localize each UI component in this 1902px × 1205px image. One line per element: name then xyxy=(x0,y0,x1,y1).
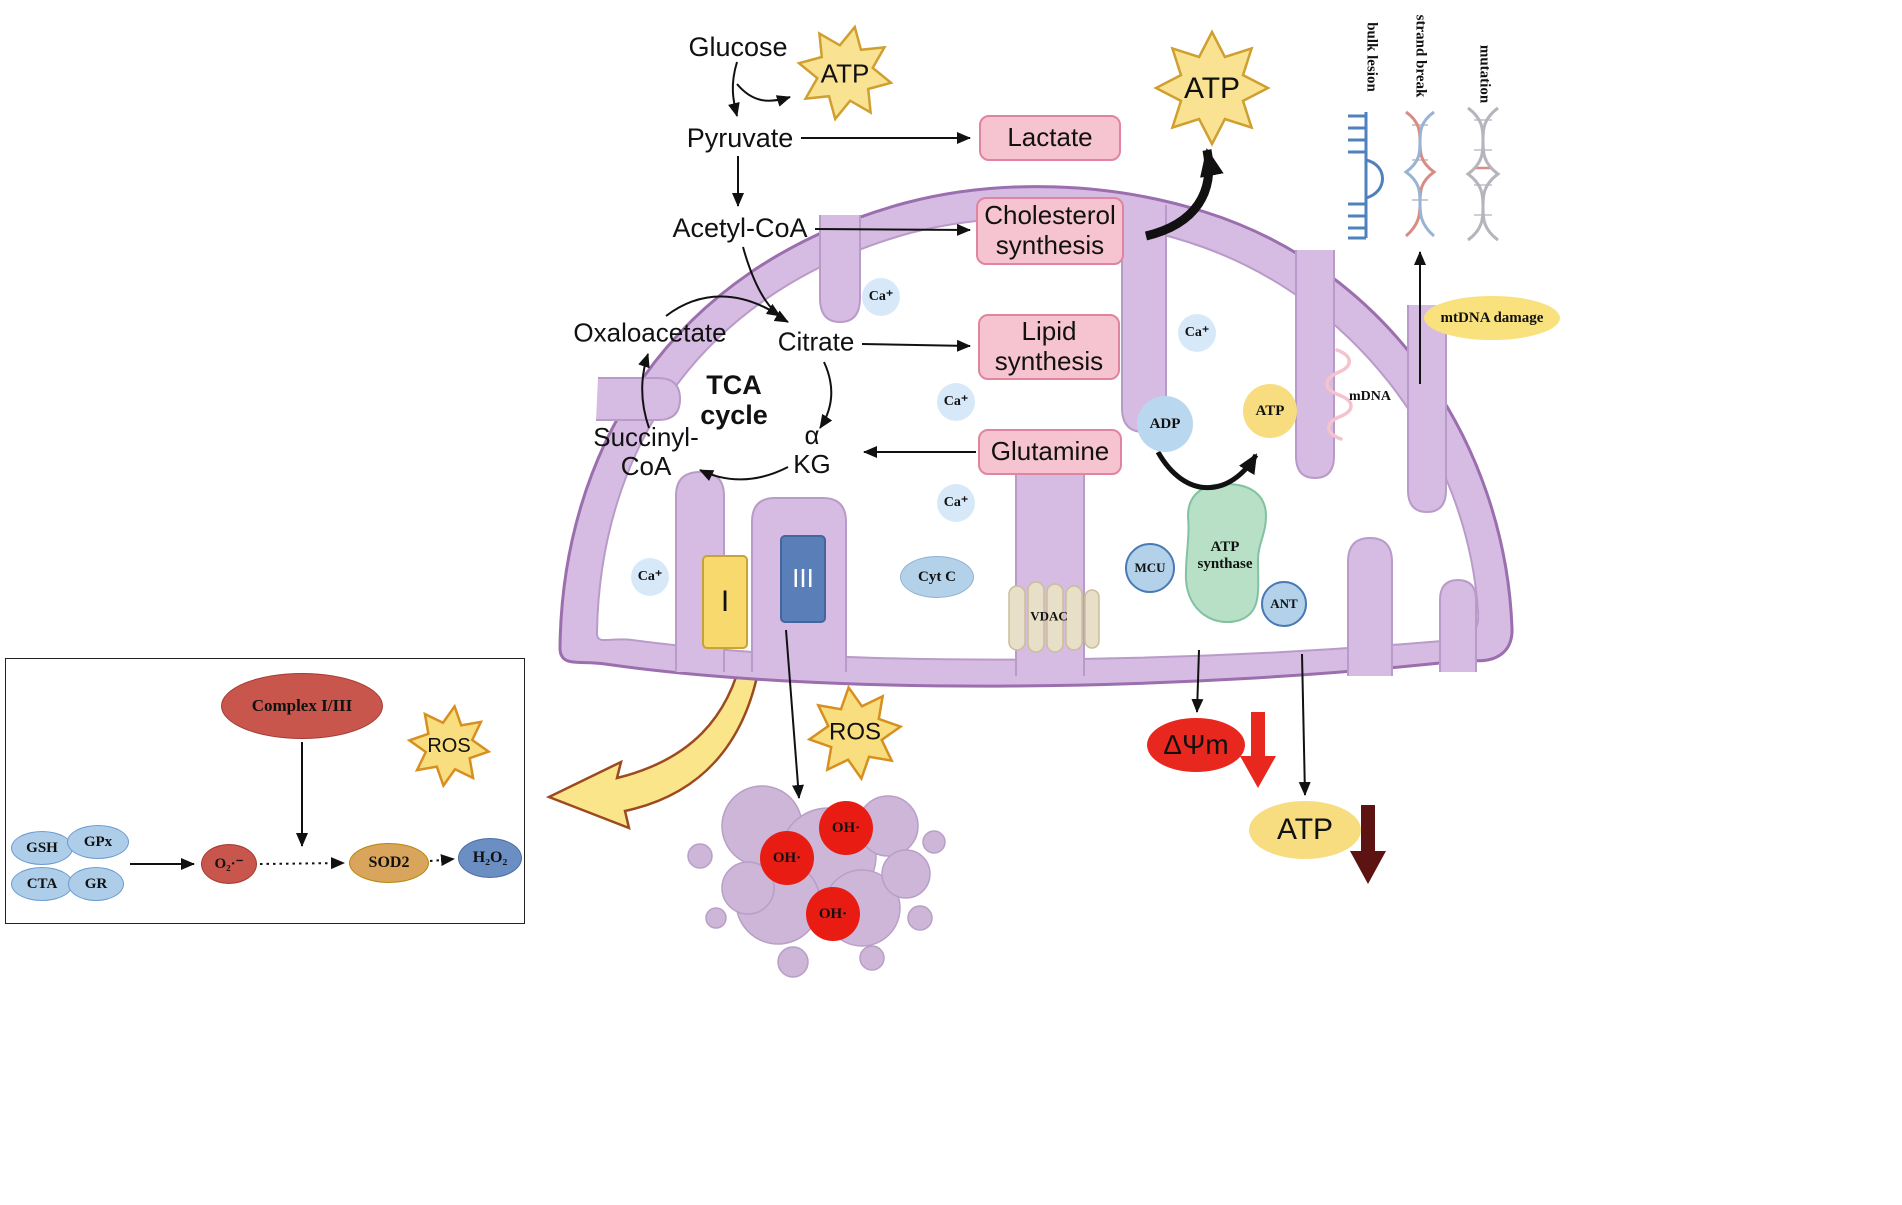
vdac-label: VDAC xyxy=(1030,608,1068,624)
vdac-channel xyxy=(1008,581,1100,653)
complex-i-iii-badge: Complex I/III xyxy=(221,673,383,739)
glucose-label: Glucose xyxy=(688,31,788,62)
atp-synthase-line1: ATP xyxy=(1210,539,1240,556)
hydroxyl-radical-badge: OH· xyxy=(806,887,860,941)
lactate-box: Lactate xyxy=(979,115,1121,161)
adp-badge: ADP xyxy=(1137,396,1193,452)
arrow-oxaloacetate-citrate xyxy=(665,295,781,317)
atp-reduced-badge: ATP xyxy=(1249,801,1361,859)
glutamine-box: Glutamine xyxy=(978,429,1122,475)
hydroxyl-radical-badge: OH· xyxy=(760,831,814,885)
calcium-ion: Ca⁺ xyxy=(937,383,975,421)
citrate-label: Citrate xyxy=(777,326,855,357)
arrow-inset-superoxide-sod2 xyxy=(259,857,345,870)
atp-star-glycolysis-label: ATP xyxy=(820,58,870,89)
mdna-squiggle-icon xyxy=(1325,348,1353,441)
tca-cycle-label: TCA cycle xyxy=(700,370,768,430)
arrow-complexiii-ros xyxy=(785,629,804,799)
succinyl-line1: Succinyl- xyxy=(593,421,699,452)
arrow-adp-atp xyxy=(1155,450,1259,490)
mdna-label: mDNA xyxy=(1349,389,1391,405)
mcu-badge: MCU xyxy=(1125,543,1175,593)
alpha-line: α xyxy=(804,419,820,450)
arrow-inset-sod2-h2o2 xyxy=(429,854,455,867)
calcium-ion: Ca⁺ xyxy=(631,558,669,596)
membrane-potential-badge: ΔΨm xyxy=(1147,718,1245,772)
atp-synthase-line2: synthase xyxy=(1197,556,1253,572)
arrow-export-atp xyxy=(1144,148,1224,241)
dna-strand-break-icon xyxy=(1403,110,1437,238)
gsh-badge: GSH xyxy=(11,831,73,865)
dna-mutation-icon xyxy=(1465,106,1501,242)
tca-line2: cycle xyxy=(700,400,768,430)
alpha-kg-label: α KG xyxy=(793,419,831,479)
potential-decrease-arrow xyxy=(1240,712,1276,788)
h2o2-badge: H₂O₂ xyxy=(458,838,522,878)
arrow-citrate-akg xyxy=(819,361,833,429)
atp-matrix-badge: ATP xyxy=(1243,384,1297,438)
gr-badge: GR xyxy=(68,867,124,901)
arrow-succinyl-oxaloacetate xyxy=(638,353,650,429)
atp-decrease-arrow xyxy=(1350,805,1386,884)
arrow-akg-succinyl xyxy=(699,466,789,482)
cholesterol-synthesis-box: Cholesterol synthesis xyxy=(976,197,1124,265)
arrow-glycolysis-atp xyxy=(736,83,791,107)
strand-break-label: strand break xyxy=(1412,14,1429,98)
ros-star-main-label: ROS xyxy=(828,718,882,746)
damaged-mito-blob-cluster xyxy=(687,785,946,978)
succinyl-coa-label: Succinyl- CoA xyxy=(593,421,699,481)
arrow-citrate-lipid xyxy=(861,339,971,352)
pyruvate-label: Pyruvate xyxy=(686,122,794,153)
arrow-acetylcoa-citrate xyxy=(742,246,789,323)
calcium-ion: Ca⁺ xyxy=(1178,314,1216,352)
arrow-synthase-potential xyxy=(1191,649,1204,713)
mtdna-damage-badge: mtDNA damage xyxy=(1424,296,1560,340)
bulk-lesion-label: bulk lesion xyxy=(1363,22,1380,92)
cta-badge: CTA xyxy=(11,867,73,901)
atp-star-top-label: ATP xyxy=(1183,72,1241,106)
complex-iii-badge: III xyxy=(780,535,826,623)
arrow-acetylcoa-cholesterol xyxy=(814,223,971,236)
antioxidant-inset-box xyxy=(5,658,525,924)
calcium-ion: Ca⁺ xyxy=(937,484,975,522)
succinyl-line2: CoA xyxy=(620,451,672,481)
complex-i-badge: I xyxy=(702,555,748,649)
sod2-badge: SOD2 xyxy=(349,843,429,883)
superoxide-badge: O₂·⁻ xyxy=(201,844,257,884)
ros-star-inset-label: ROS xyxy=(427,734,471,757)
acetyl-coa-label: Acetyl-CoA xyxy=(672,212,808,243)
cyt-c-badge: Cyt C xyxy=(900,556,974,598)
arrows xyxy=(130,61,1426,870)
ant-badge: ANT xyxy=(1261,581,1307,627)
kg-line: KG xyxy=(793,449,831,479)
atp-synthase-label: ATP synthase xyxy=(1197,539,1252,573)
hydroxyl-radical-badge: OH· xyxy=(819,801,873,855)
arrow-ant-atp xyxy=(1298,653,1311,796)
ros-transfer-block-arrow xyxy=(545,650,763,831)
dna-bulk-lesion-icon xyxy=(1348,112,1384,240)
gpx-badge: GPx xyxy=(67,825,129,859)
arrow-glucose-pyruvate xyxy=(728,61,740,117)
mutation-label: mutation xyxy=(1476,44,1493,104)
oxaloacetate-label: Oxaloacetate xyxy=(573,317,727,348)
calcium-ion: Ca⁺ xyxy=(862,278,900,316)
lipid-synthesis-box: Lipid synthesis xyxy=(978,314,1120,380)
tca-line1: TCA xyxy=(706,369,762,400)
